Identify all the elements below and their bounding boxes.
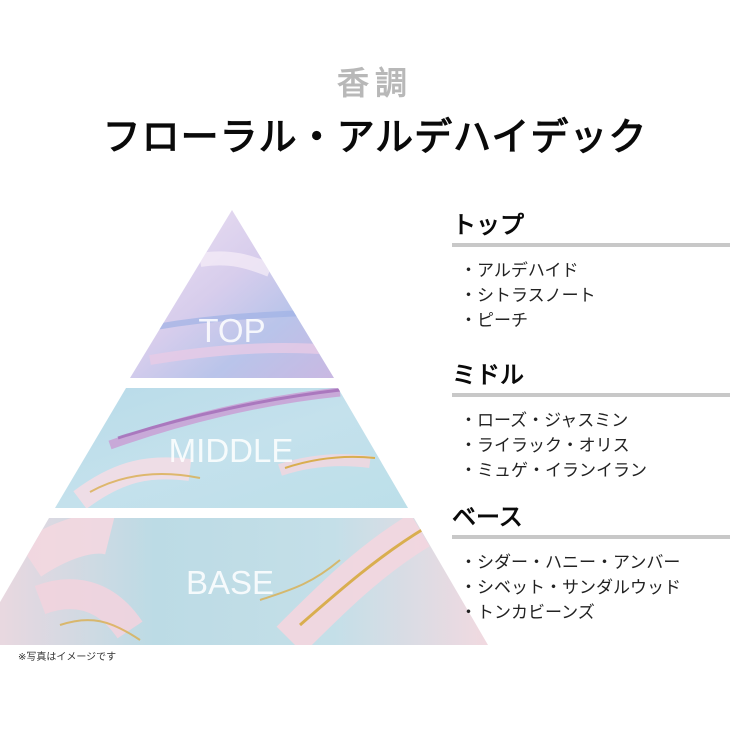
tier-label-top: TOP [198, 312, 265, 349]
pyramid-tier-base: BASE [0, 518, 488, 645]
section-divider [452, 535, 730, 539]
tier-label-base: BASE [186, 564, 274, 601]
middle-notes-heading: ミドル [452, 361, 524, 389]
tier-label-middle: MIDDLE [169, 432, 294, 469]
middle-notes-list: ローズ・ジャスミン ライラック・オリス ミュゲ・イランイラン [452, 409, 730, 484]
note-item: ライラック・オリス [460, 434, 730, 459]
middle-notes-section: ミドル ローズ・ジャスミン ライラック・オリス ミュゲ・イランイラン [452, 360, 730, 484]
page-title: フローラル・アルデハイデック [102, 115, 648, 159]
middle-tier-swirl [73, 388, 376, 508]
image-disclaimer: ※写真はイメージです [18, 652, 117, 663]
note-item: シトラスノート [460, 284, 730, 309]
note-item: トンカビーンズ [460, 601, 730, 626]
base-notes-heading: ベース [452, 503, 523, 531]
top-notes-list: アルデハイド シトラスノート ピーチ [452, 259, 730, 334]
base-notes-list: シダー・ハニー・アンバー シベット・サンダルウッド トンカビーンズ [452, 551, 730, 626]
section-divider [452, 243, 730, 247]
note-item: ローズ・ジャスミン [460, 409, 730, 434]
note-item: シベット・サンダルウッド [460, 576, 730, 601]
note-item: シダー・ハニー・アンバー [460, 551, 730, 576]
base-notes-section: ベース シダー・ハニー・アンバー シベット・サンダルウッド トンカビーンズ [452, 502, 730, 626]
note-item: アルデハイド [460, 259, 730, 284]
fragrance-type-label: 香調 [336, 64, 413, 102]
top-notes-heading: トップ [452, 211, 524, 239]
note-item: ミュゲ・イランイラン [460, 459, 730, 484]
pyramid-tier-middle: MIDDLE [55, 388, 408, 508]
top-notes-section: トップ アルデハイド シトラスノート ピーチ [452, 210, 730, 334]
pyramid-tier-top: TOP [130, 210, 334, 378]
base-tier-swirl [18, 518, 430, 645]
section-divider [452, 393, 730, 397]
note-item: ピーチ [460, 309, 730, 334]
